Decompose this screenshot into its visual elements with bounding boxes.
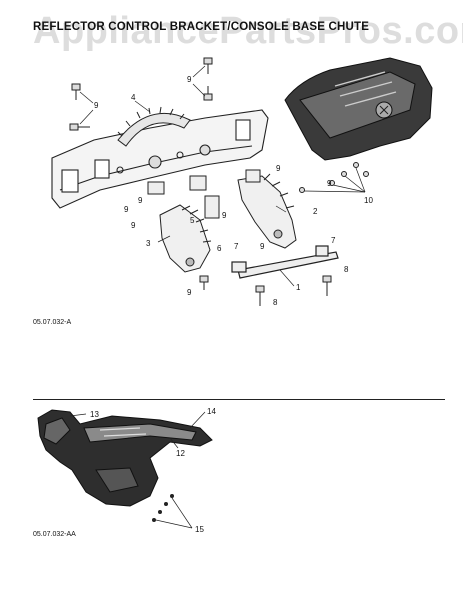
- callout-5: 5: [190, 216, 195, 225]
- callout-9f: 9: [260, 242, 265, 251]
- callout-3: 3: [146, 239, 151, 248]
- leader-lines: [79, 65, 366, 287]
- callout-12: 12: [176, 449, 185, 458]
- callout-9c: 9: [138, 196, 143, 205]
- small-brackets: [147, 169, 261, 219]
- callout-13: 13: [90, 410, 99, 419]
- callout-7a: 7: [234, 242, 239, 251]
- callout-2: 2: [313, 207, 318, 216]
- bolts: [69, 57, 369, 306]
- callout-14: 14: [207, 407, 216, 416]
- control-bracket: [51, 109, 269, 209]
- left-deflector-gear: [159, 204, 212, 273]
- callout-9j: 9: [124, 205, 129, 214]
- callout-15: 15: [195, 525, 204, 534]
- callout-7b: 7: [331, 236, 336, 245]
- callout-9d: 9: [131, 221, 136, 230]
- callout-1: 1: [296, 283, 301, 292]
- watermark: AppliancePartsPros.com: [33, 10, 463, 52]
- callout-6: 6: [217, 244, 222, 253]
- console-chute: [284, 57, 433, 161]
- callout-10: 10: [364, 196, 373, 205]
- chute-base: [37, 409, 213, 507]
- figure-code-bottom: 05.07.032-AA: [33, 531, 76, 538]
- callout-9g: 9: [222, 211, 227, 220]
- callout-8b: 8: [273, 298, 278, 307]
- section-divider: [33, 399, 445, 400]
- callout-9e: 9: [276, 164, 281, 173]
- gear-arc: [117, 106, 191, 147]
- figure-code-top: 05.07.032-A: [33, 319, 72, 326]
- callout-9i: 9: [187, 288, 192, 297]
- callout-9b: 9: [187, 75, 192, 84]
- diagram-title: REFLECTOR CONTROL BRACKET/CONSOLE BASE C…: [33, 21, 370, 33]
- bottom-leaders: [69, 411, 206, 529]
- right-deflector-gear: [237, 173, 297, 249]
- callout-4: 4: [131, 93, 136, 102]
- bottom-screws: [152, 494, 174, 522]
- callout-8a: 8: [344, 265, 349, 274]
- control-rod: [231, 245, 339, 279]
- callout-9a: 9: [94, 101, 99, 110]
- callout-9h: 9: [327, 179, 332, 188]
